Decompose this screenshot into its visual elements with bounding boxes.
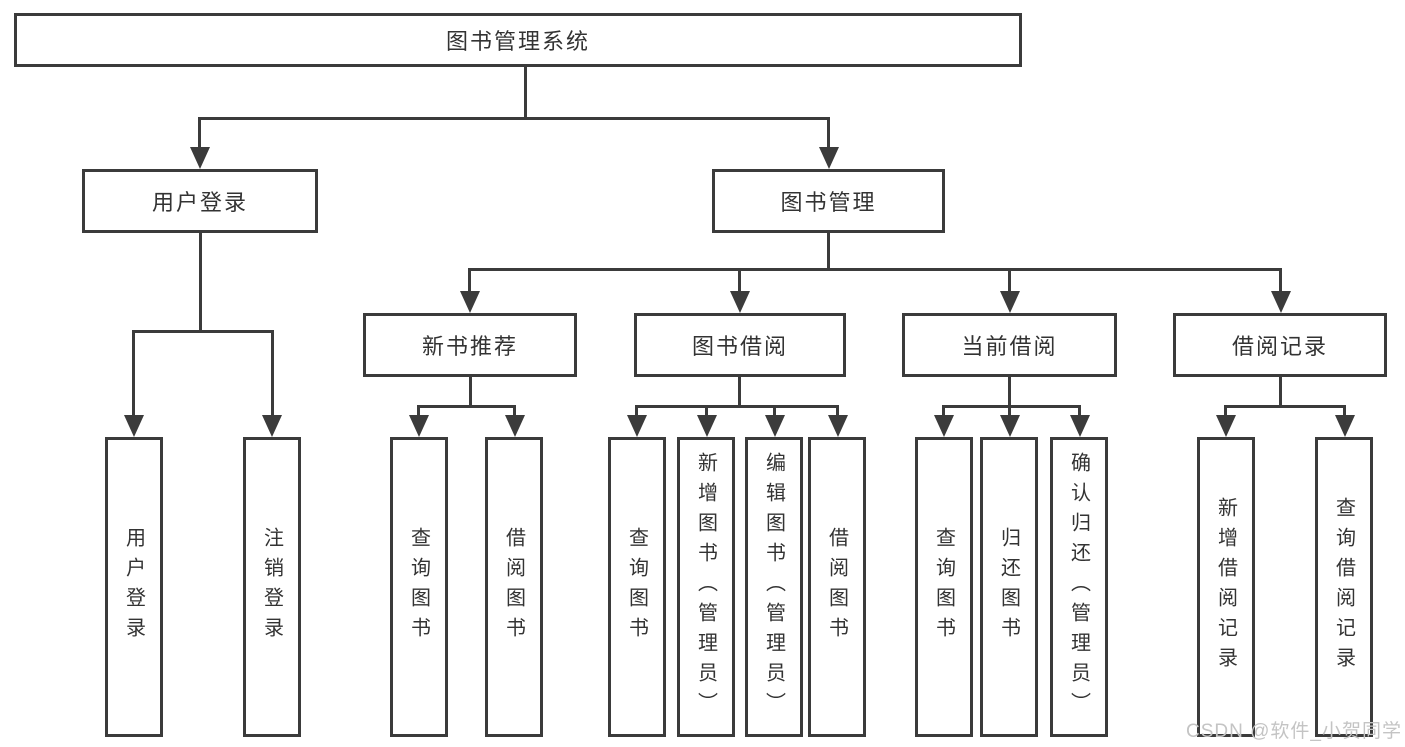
connector-line	[827, 233, 830, 270]
connector-line	[942, 405, 1081, 408]
connector-line	[198, 117, 201, 150]
connector-line	[417, 405, 420, 417]
leaf-logout: 注销登录	[243, 437, 301, 737]
connector-line	[271, 330, 274, 417]
node-label: 图书管理	[780, 190, 877, 215]
node-label: 借阅图书	[825, 527, 848, 647]
node-label: 新书推荐	[421, 334, 518, 359]
node-new-book-recommend: 新书推荐	[363, 313, 577, 377]
arrowhead-down-icon	[819, 147, 839, 169]
arrowhead-down-icon	[1000, 291, 1020, 313]
arrowhead-down-icon	[697, 415, 717, 437]
connector-line	[417, 405, 516, 408]
arrowhead-down-icon	[190, 147, 210, 169]
node-label: 确认归还（管理员）	[1067, 452, 1090, 722]
connector-line	[1008, 268, 1011, 293]
connector-line	[132, 330, 274, 333]
node-borrowing-records: 借阅记录	[1173, 313, 1387, 377]
connector-line	[1224, 405, 1227, 417]
arrowhead-down-icon	[505, 415, 525, 437]
csdn-watermark: CSDN @软件_小贺同学	[1186, 721, 1402, 742]
connector-line	[524, 67, 527, 119]
connector-line	[773, 405, 776, 417]
leaf-user-login: 用户登录	[105, 437, 163, 737]
connector-line	[1279, 268, 1282, 293]
node-label: 查询借阅记录	[1332, 497, 1355, 677]
node-label: 查询图书	[407, 527, 430, 647]
arrowhead-down-icon	[262, 415, 282, 437]
connector-line	[468, 268, 471, 293]
node-label: 借阅图书	[502, 527, 525, 647]
node-label: 归还图书	[997, 527, 1020, 647]
node-label: 查询图书	[625, 527, 648, 647]
connector-line	[1279, 377, 1282, 407]
leaf-add-book-admin: 新增图书（管理员）	[677, 437, 735, 737]
node-label: 图书管理系统	[445, 29, 590, 54]
connector-line	[468, 268, 1282, 271]
connector-line	[1008, 405, 1011, 417]
arrowhead-down-icon	[1000, 415, 1020, 437]
arrowhead-down-icon	[1216, 415, 1236, 437]
connector-line	[635, 405, 839, 408]
leaf-borrow-books-borrow: 借阅图书	[808, 437, 866, 737]
connector-line	[705, 405, 708, 417]
connector-line	[1343, 405, 1346, 417]
node-label: 新增图书（管理员）	[694, 452, 717, 722]
connector-line	[836, 405, 839, 417]
arrowhead-down-icon	[765, 415, 785, 437]
leaf-query-books-recommend: 查询图书	[390, 437, 448, 737]
arrowhead-down-icon	[934, 415, 954, 437]
leaf-return-book: 归还图书	[980, 437, 1038, 737]
leaf-borrow-books-recommend: 借阅图书	[485, 437, 543, 737]
arrowhead-down-icon	[1271, 291, 1291, 313]
connector-line	[132, 330, 135, 417]
connector-line	[1224, 405, 1346, 408]
arrowhead-down-icon	[627, 415, 647, 437]
leaf-query-books-current: 查询图书	[915, 437, 973, 737]
leaf-query-borrow-record: 查询借阅记录	[1315, 437, 1373, 737]
leaf-edit-book-admin: 编辑图书（管理员）	[745, 437, 803, 737]
node-label: 注销登录	[260, 527, 283, 647]
connector-line	[199, 233, 202, 332]
node-label: 当前借阅	[961, 334, 1058, 359]
arrowhead-down-icon	[730, 291, 750, 313]
connector-line	[635, 405, 638, 417]
node-label: 用户登录	[151, 190, 248, 215]
arrowhead-down-icon	[1070, 415, 1090, 437]
connector-line	[198, 117, 830, 120]
connector-line	[513, 405, 516, 417]
leaf-confirm-return-admin: 确认归还（管理员）	[1050, 437, 1108, 737]
node-label: 查询图书	[932, 527, 955, 647]
node-label: 用户登录	[122, 527, 145, 647]
connector-line	[738, 268, 741, 293]
node-root-library-system: 图书管理系统	[14, 13, 1022, 67]
connector-line	[469, 377, 472, 407]
connector-line	[827, 117, 830, 150]
arrowhead-down-icon	[124, 415, 144, 437]
node-label: 图书借阅	[691, 334, 788, 359]
leaf-query-books-borrow: 查询图书	[608, 437, 666, 737]
node-current-borrowing: 当前借阅	[902, 313, 1117, 377]
connector-line	[1078, 405, 1081, 417]
leaf-add-borrow-record: 新增借阅记录	[1197, 437, 1255, 737]
arrowhead-down-icon	[1335, 415, 1355, 437]
node-user-login: 用户登录	[82, 169, 318, 233]
connector-line	[942, 405, 945, 417]
connector-line	[738, 377, 741, 407]
arrowhead-down-icon	[460, 291, 480, 313]
node-label: 编辑图书（管理员）	[762, 452, 785, 722]
node-book-borrowing: 图书借阅	[634, 313, 846, 377]
node-book-management: 图书管理	[712, 169, 945, 233]
connector-line	[1008, 377, 1011, 407]
arrowhead-down-icon	[409, 415, 429, 437]
node-label: 借阅记录	[1231, 334, 1328, 359]
node-label: 新增借阅记录	[1214, 497, 1237, 677]
arrowhead-down-icon	[828, 415, 848, 437]
